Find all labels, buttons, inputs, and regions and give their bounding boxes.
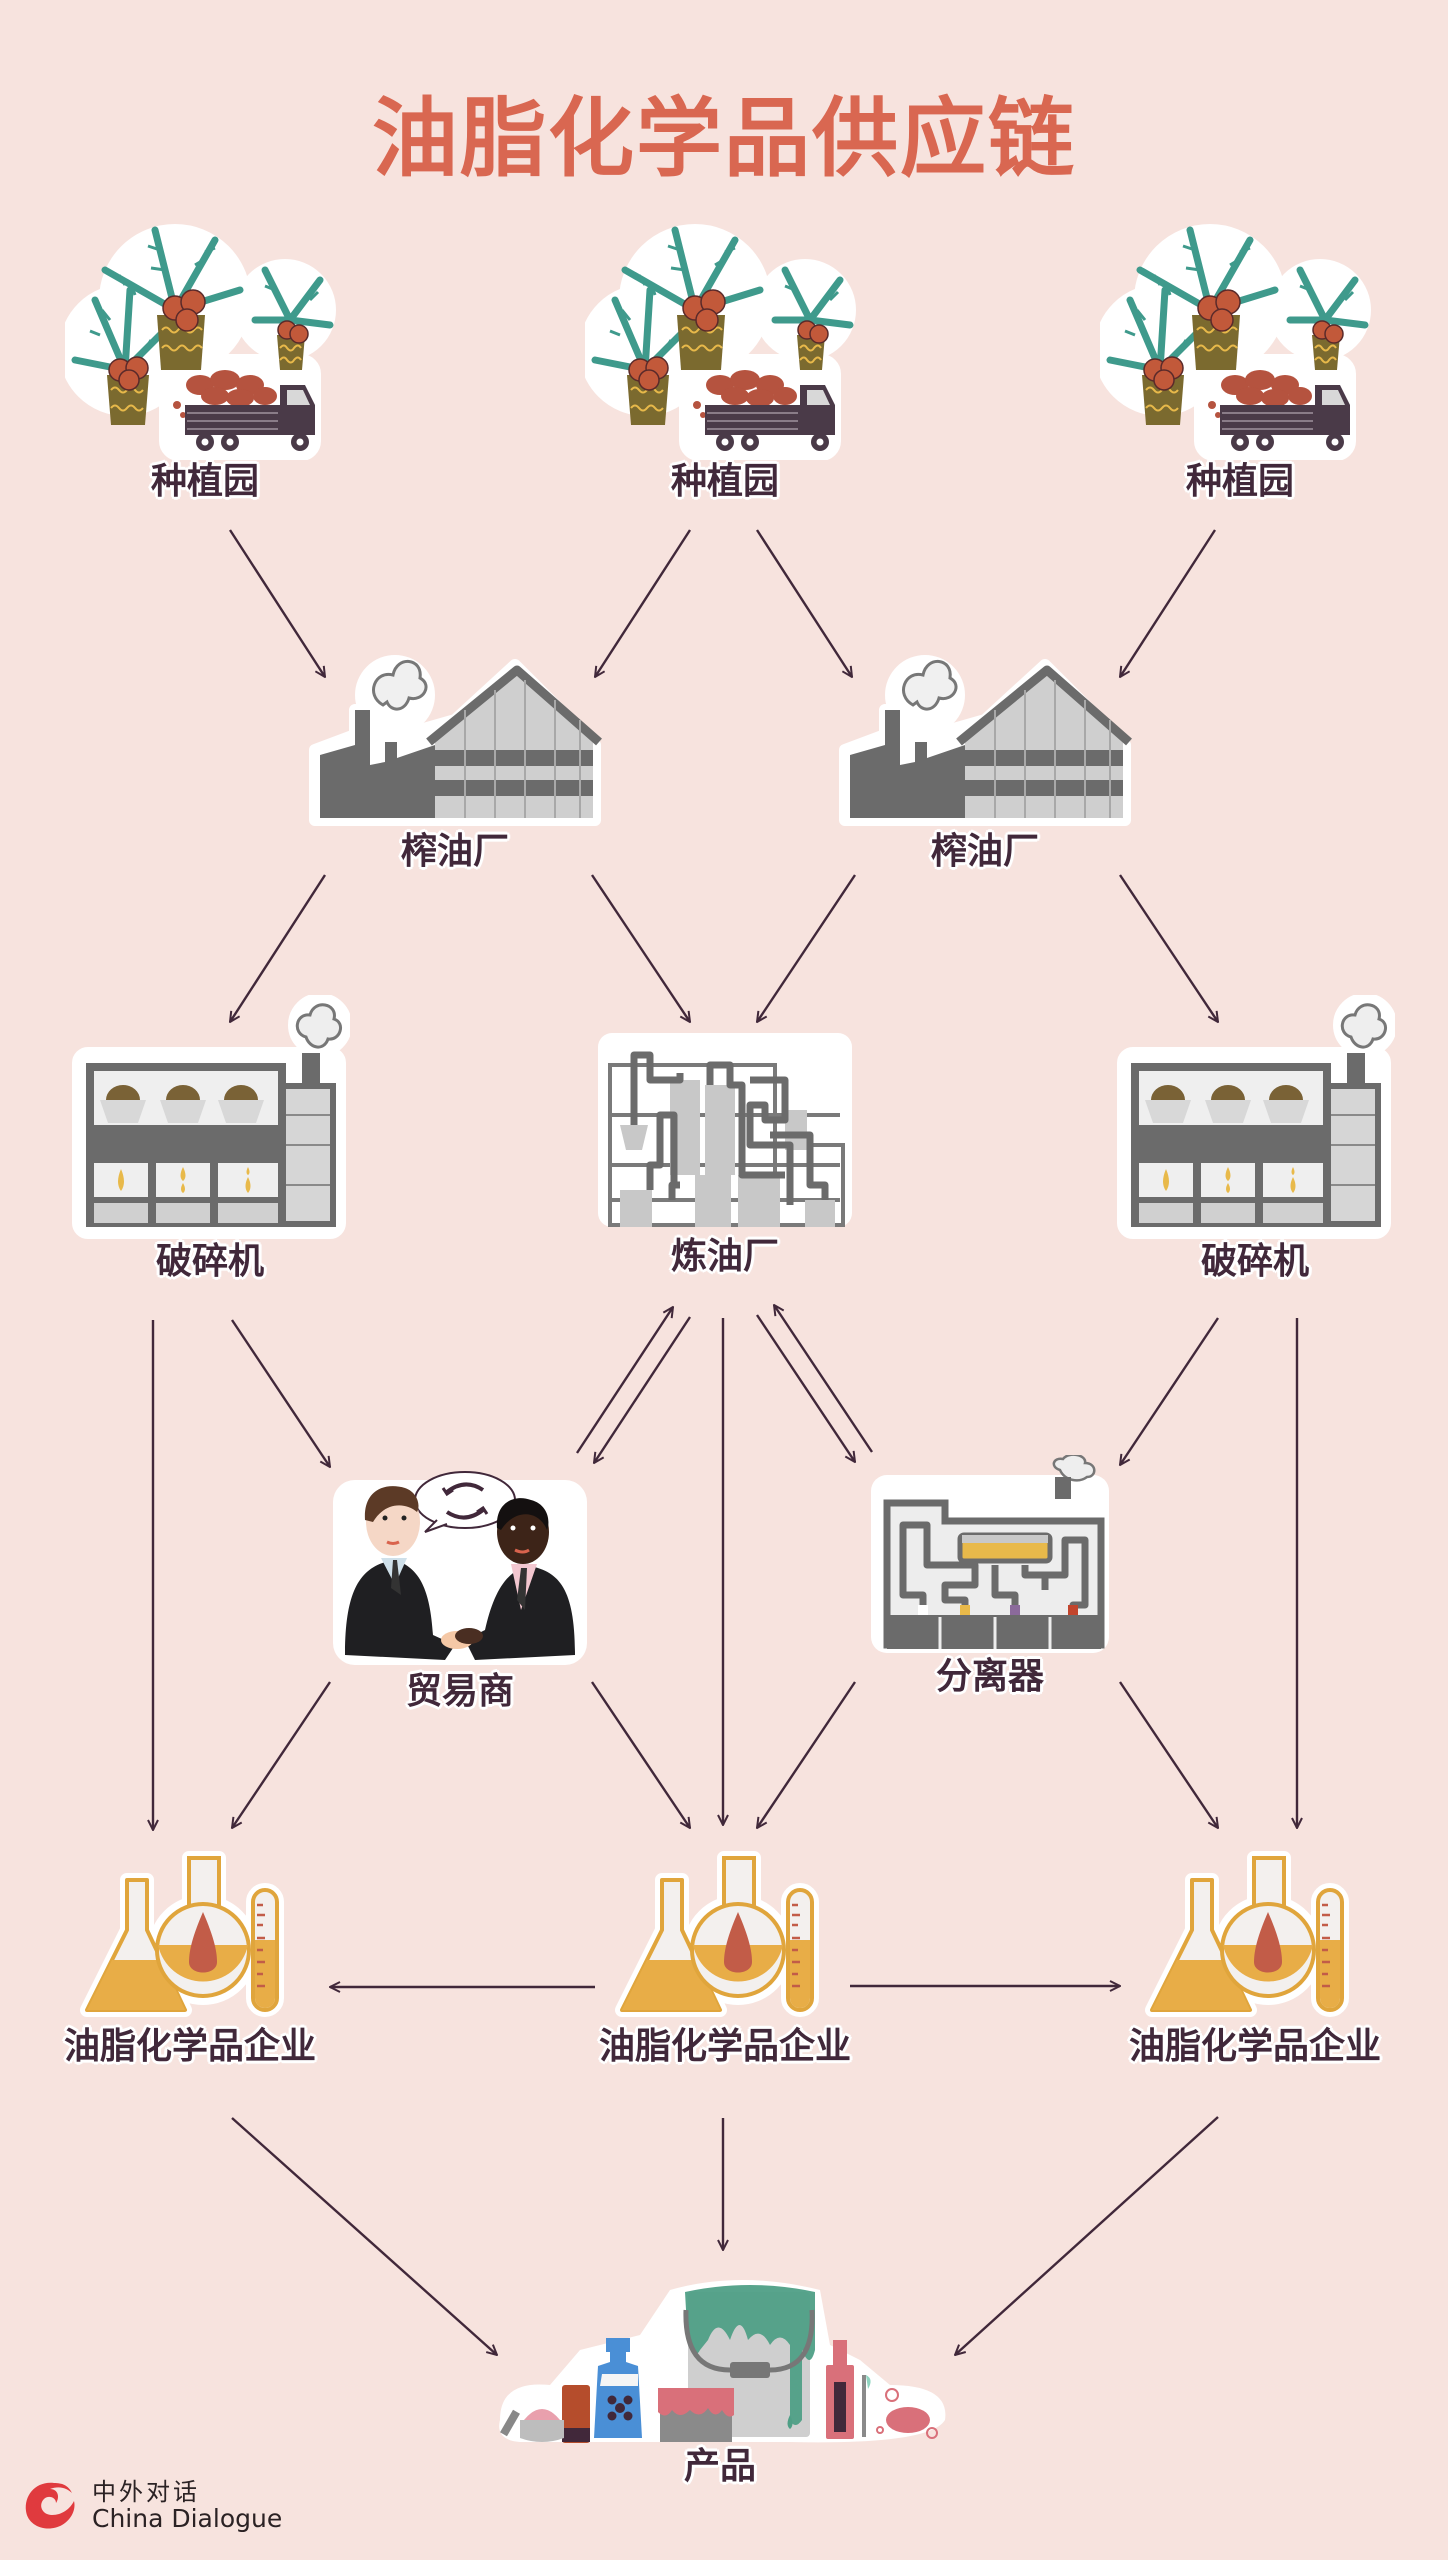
node-plantation-1: 种植园 <box>60 210 350 503</box>
arrow-refinery-to-trader <box>594 1316 692 1463</box>
node-label: 破碎机 <box>1200 1241 1309 1282</box>
palm-oil-mill-factory-icon <box>309 655 602 826</box>
lab-flasks-icon <box>1145 1851 1349 2017</box>
node-crusher-2: 破碎机 <box>1105 995 1405 1283</box>
fractionation-separator-icon <box>871 1455 1109 1653</box>
arrow-separator-to-refinery <box>774 1305 873 1453</box>
palm-plantation-truck-icon <box>1100 224 1371 460</box>
node-label: 贸易商 <box>405 1671 514 1712</box>
lab-flasks-icon <box>80 1851 284 2017</box>
node-label: 榨油厂 <box>930 831 1039 872</box>
node-oleochemical-1: 油脂化学品企业 <box>30 1850 350 2068</box>
node-label: 种植园 <box>1185 461 1294 502</box>
arrow-crusher_1-to-trader <box>231 1319 330 1467</box>
arrow-mill_2-to-refinery <box>757 874 856 1022</box>
arrow-plantation_3-to-mill_2 <box>1120 529 1217 677</box>
arrow-plantation_2-to-mill_2 <box>755 529 852 677</box>
arrow-trader-to-oleo_2 <box>591 1681 690 1828</box>
arrow-oleo_1-to-products <box>231 2117 497 2355</box>
node-label: 榨油厂 <box>400 831 509 872</box>
page-title: 油脂化学品供应链 <box>372 89 1076 189</box>
node-label: 破碎机 <box>155 1241 264 1282</box>
arrow-refinery-to-separator <box>756 1314 855 1462</box>
arrow-trader-to-refinery <box>575 1307 673 1454</box>
handshake-traders-icon <box>333 1471 587 1665</box>
node-oleochemical-3: 油脂化学品企业 <box>1095 1850 1415 2068</box>
china-dialogue-logo[interactable]: 中外对话 China Dialogue <box>20 2475 282 2537</box>
logo-english-name: China Dialogue <box>92 2504 283 2534</box>
arrow-separator-to-oleo_2 <box>757 1681 856 1828</box>
arrow-trader-to-oleo_1 <box>232 1681 331 1828</box>
node-label: 油脂化学品企业 <box>1128 2026 1381 2067</box>
arrow-mill_1-to-crusher_1 <box>230 874 327 1022</box>
arrow-separator-to-oleo_3 <box>1119 1681 1218 1828</box>
palm-plantation-truck-icon <box>585 224 856 460</box>
arrow-crusher_2-to-separator <box>1120 1317 1219 1465</box>
kernel-crusher-icon <box>1117 995 1395 1239</box>
node-oleochemical-2: 油脂化学品企业 <box>565 1850 885 2068</box>
arrow-plantation_1-to-mill_1 <box>228 529 325 677</box>
node-label: 产品 <box>683 2446 756 2487</box>
node-separator: 分离器 <box>860 1455 1120 1698</box>
node-trader: 贸易商 <box>320 1460 600 1713</box>
node-crusher-1: 破碎机 <box>60 995 360 1283</box>
node-label: 种植园 <box>150 461 259 502</box>
logo-chinese-name: 中外对话 <box>92 2478 200 2507</box>
arrow-plantation_2-to-mill_1 <box>595 529 692 677</box>
node-label: 炼油厂 <box>670 1236 779 1277</box>
node-products: 产品 <box>490 2270 950 2488</box>
kernel-crusher-icon <box>72 995 350 1239</box>
palm-plantation-truck-icon <box>65 224 336 460</box>
node-label: 油脂化学品企业 <box>598 2026 851 2067</box>
node-label: 油脂化学品企业 <box>63 2026 316 2067</box>
palm-oil-mill-factory-icon <box>839 655 1132 826</box>
refinery-pipes-icon <box>598 1033 852 1227</box>
arrow-mill_1-to-refinery <box>591 874 690 1022</box>
arrow-oleo_3-to-products <box>955 2116 1219 2355</box>
node-plantation-2: 种植园 <box>580 210 870 503</box>
node-label: 分离器 <box>935 1656 1044 1697</box>
node-mill-2: 榨油厂 <box>830 650 1140 873</box>
arrow-mill_2-to-crusher_2 <box>1119 874 1218 1022</box>
consumer-products-icon <box>499 2280 946 2443</box>
node-plantation-3: 种植园 <box>1095 210 1385 503</box>
china-dialogue-swirl-icon <box>25 2482 75 2529</box>
node-label: 种植园 <box>670 461 779 502</box>
lab-flasks-icon <box>615 1851 819 2017</box>
node-refinery: 炼油厂 <box>580 1025 870 1278</box>
node-mill-1: 榨油厂 <box>300 650 610 873</box>
